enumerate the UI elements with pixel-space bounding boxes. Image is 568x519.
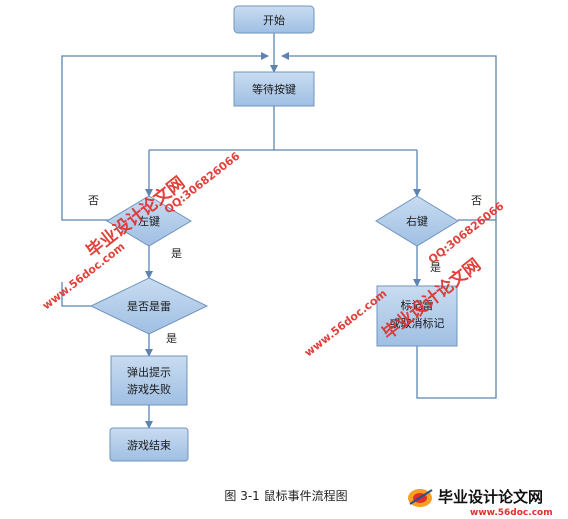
- logo-emblem-icon: [408, 489, 433, 507]
- node-game-over: 游戏结束: [109, 427, 189, 462]
- edge-label-left-no: 否: [88, 194, 99, 207]
- decision-is-mine-label: 是否是雷: [127, 300, 171, 313]
- decision-right-key: 右键: [375, 195, 459, 247]
- edge-right-no-loop: [281, 52, 497, 221]
- logo-title: 毕业设计论文网: [438, 488, 543, 506]
- edge-mine-no: [61, 282, 91, 307]
- node-start: 开始: [233, 5, 315, 34]
- node-popup-line1: 弹出提示: [127, 365, 171, 379]
- node-popup-fail: 弹出提示 游戏失败: [110, 355, 188, 406]
- watermark-right-url: www.56doc.com: [302, 287, 390, 359]
- logo-url: www.56doc.com: [470, 508, 553, 518]
- site-logo: 毕业设计论文网 www.56doc.com: [408, 488, 553, 518]
- edge-label-mine-yes: 是: [166, 332, 177, 345]
- edge-left-no-loop: [61, 52, 269, 221]
- node-mark-mine: 标记雷 或取消标记: [376, 285, 458, 347]
- decision-left-key-label: 左键: [138, 214, 160, 228]
- node-game-over-label: 游戏结束: [127, 439, 171, 452]
- node-mark-line1: 标记雷: [401, 298, 434, 312]
- edge-mark-return: [416, 220, 497, 399]
- decision-left-key: 左键: [106, 195, 192, 247]
- node-wait-key-label: 等待按键: [252, 82, 296, 96]
- node-mark-line2: 或取消标记: [390, 316, 445, 330]
- node-wait-key: 等待按键: [233, 71, 315, 107]
- decision-right-key-label: 右键: [406, 214, 428, 228]
- decision-is-mine: 是否是雷: [89, 277, 209, 335]
- edge-label-left-yes: 是: [171, 247, 182, 260]
- edges: [61, 33, 497, 429]
- node-popup-line2: 游戏失败: [127, 382, 171, 396]
- edge-label-right-no: 否: [471, 194, 482, 207]
- figure-caption: 图 3-1 鼠标事件流程图: [224, 488, 347, 503]
- edge-label-right-yes: 是: [430, 261, 441, 274]
- node-start-label: 开始: [263, 13, 285, 27]
